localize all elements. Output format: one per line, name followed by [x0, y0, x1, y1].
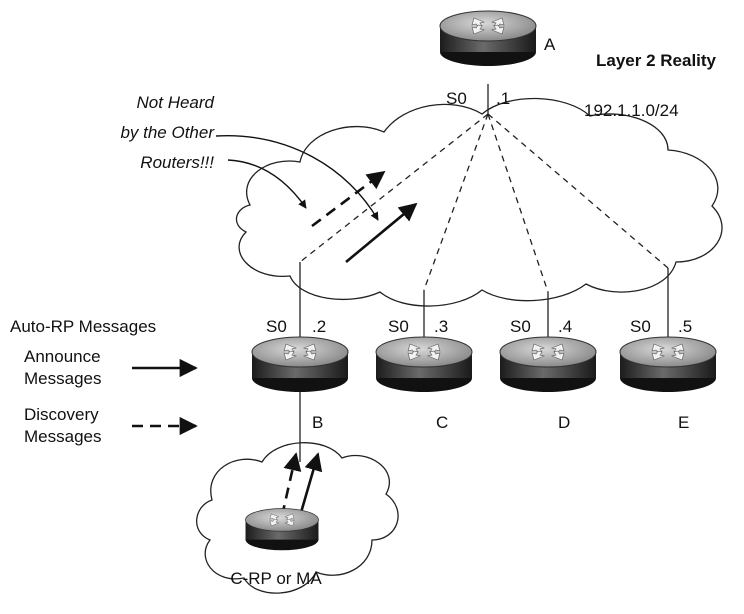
router-c-iface: S0: [388, 317, 409, 336]
router-b-iface: S0: [266, 317, 287, 336]
layer2-cloud: [235, 97, 723, 307]
router-b-addr: .2: [312, 317, 326, 336]
router-c-addr: .3: [434, 317, 448, 336]
legend-discovery-line-2: Messages: [24, 427, 101, 446]
pvc-a-b: [299, 113, 489, 263]
router-c-icon: [375, 336, 473, 393]
router-b-name: B: [312, 413, 323, 432]
legend-announce-line-1: Announce: [24, 347, 101, 366]
legend-heading: Auto-RP Messages: [10, 317, 156, 336]
callout-curve-1: [227, 159, 307, 209]
router-a-addr: .1: [496, 89, 510, 108]
router-e-name: E: [678, 413, 689, 432]
crp-router-icon: [245, 508, 319, 551]
discovery-arrow-lower: [280, 452, 302, 517]
crp-router-label: C-RP or MA: [230, 569, 322, 588]
router-d-iface: S0: [510, 317, 531, 336]
note-line-3: Routers!!!: [140, 153, 214, 172]
pvc-a-d: [487, 113, 549, 293]
router-e-iface: S0: [630, 317, 651, 336]
subnet-label: 192.1.1.0/24: [584, 101, 679, 120]
diagram-title: Layer 2 Reality: [596, 51, 717, 70]
note-line-1: Not Heard: [137, 93, 215, 112]
legend-discovery-line-1: Discovery: [24, 405, 99, 424]
router-a-icon: [439, 10, 537, 67]
router-a-name: A: [544, 35, 556, 54]
router-d-name: D: [558, 413, 570, 432]
legend-announce-line-2: Messages: [24, 369, 101, 388]
router-d-addr: .4: [558, 317, 572, 336]
router-b-icon: [251, 336, 349, 393]
note-line-2: by the Other: [120, 123, 215, 142]
router-d-icon: [499, 336, 597, 393]
router-e-addr: .5: [678, 317, 692, 336]
announce-arrow-cloud: [345, 202, 418, 264]
callout-curve-2: [215, 135, 379, 221]
discovery-arrow-cloud: [311, 170, 386, 228]
pvc-a-c: [423, 113, 489, 291]
announce-arrow-lower: [298, 452, 323, 517]
router-c-name: C: [436, 413, 448, 432]
router-e-icon: [619, 336, 717, 393]
router-a-iface: S0: [446, 89, 467, 108]
